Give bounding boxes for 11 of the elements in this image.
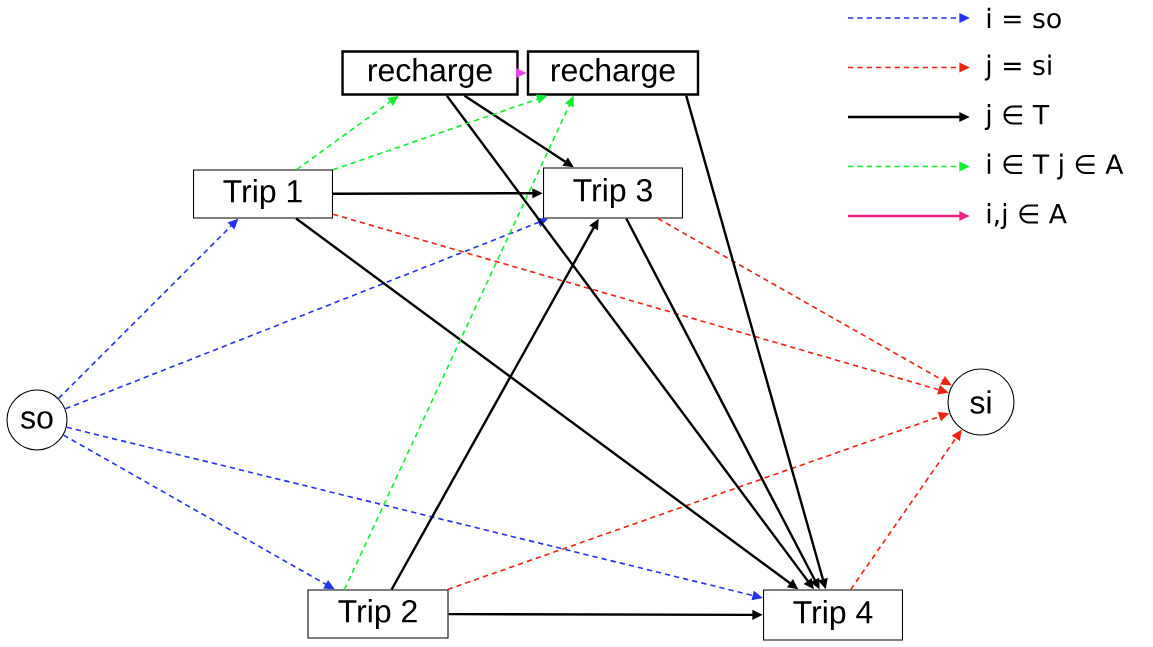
legend-label: j = si xyxy=(984,54,1051,81)
legend-label: i ∈ T j ∈ A xyxy=(987,153,1124,180)
legend-label: j ∈ T xyxy=(984,104,1050,130)
trip-box: Trip 1 xyxy=(193,169,333,219)
trip-box: Trip 2 xyxy=(307,589,449,639)
recharge-box: recharge xyxy=(341,50,519,96)
legend-label: i = so xyxy=(987,7,1061,29)
trip-box: Trip 3 xyxy=(543,167,683,219)
legend-label: i,j ∈ A xyxy=(987,203,1067,229)
recharge-box: recharge xyxy=(526,50,700,96)
trip-box: Trip 4 xyxy=(763,589,903,641)
